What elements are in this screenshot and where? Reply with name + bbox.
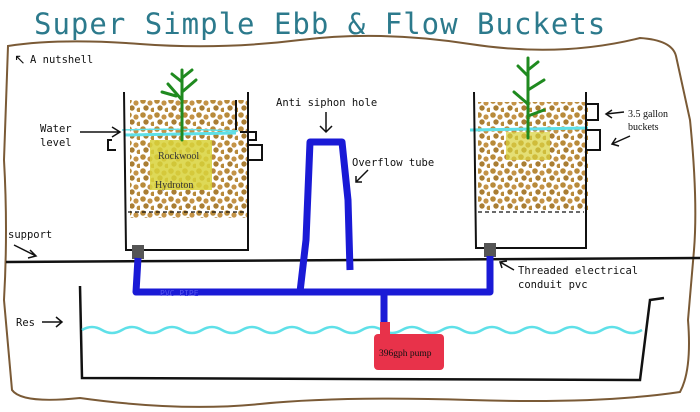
pump xyxy=(374,334,444,370)
res-arrow xyxy=(42,316,64,328)
right-bucket xyxy=(469,56,601,249)
overflow-arrow xyxy=(355,169,369,183)
water-level-arrow xyxy=(80,126,122,138)
water-level-label-1: Water xyxy=(40,123,72,135)
hydroton-label: Hydroton xyxy=(155,180,193,191)
support-arrow xyxy=(13,244,38,259)
pvc-pipe xyxy=(132,138,494,326)
anti-siphon-arrow xyxy=(319,112,333,134)
nutshell-label: A nutshell xyxy=(30,54,93,66)
bucket-label-1: 3.5 gallon xyxy=(628,109,668,120)
support-label: support xyxy=(8,229,52,241)
bucket-label-2: buckets xyxy=(628,122,659,133)
reservoir-water xyxy=(81,325,643,335)
res-label: Res xyxy=(16,317,35,329)
overflow-label: Overflow tube xyxy=(352,157,434,169)
bucket-arrow-1 xyxy=(604,109,625,119)
pump-label: 396gph pump xyxy=(379,349,432,359)
reservoir xyxy=(78,285,665,382)
water-level-label-2: level xyxy=(40,137,72,149)
conduit-arrow xyxy=(499,260,515,271)
pipe-label: PVC PIPE xyxy=(160,289,199,298)
left-bucket: Rockwool Hydroton xyxy=(107,68,263,251)
anti-siphon-label: Anti siphon hole xyxy=(276,97,377,109)
left-rockwool xyxy=(150,140,212,190)
conduit-label-1: Threaded electrical xyxy=(518,265,638,277)
rockwool-label: Rockwool xyxy=(158,151,199,162)
bucket-arrow-2 xyxy=(610,135,631,147)
paper-border xyxy=(2,34,697,408)
diagram-title: Super Simple Ebb & Flow Buckets xyxy=(34,7,606,41)
left-plant xyxy=(160,68,198,142)
conduit-label-2: conduit pvc xyxy=(518,279,588,291)
arrow-icon: ↖ xyxy=(14,53,26,68)
right-plant xyxy=(512,56,546,140)
